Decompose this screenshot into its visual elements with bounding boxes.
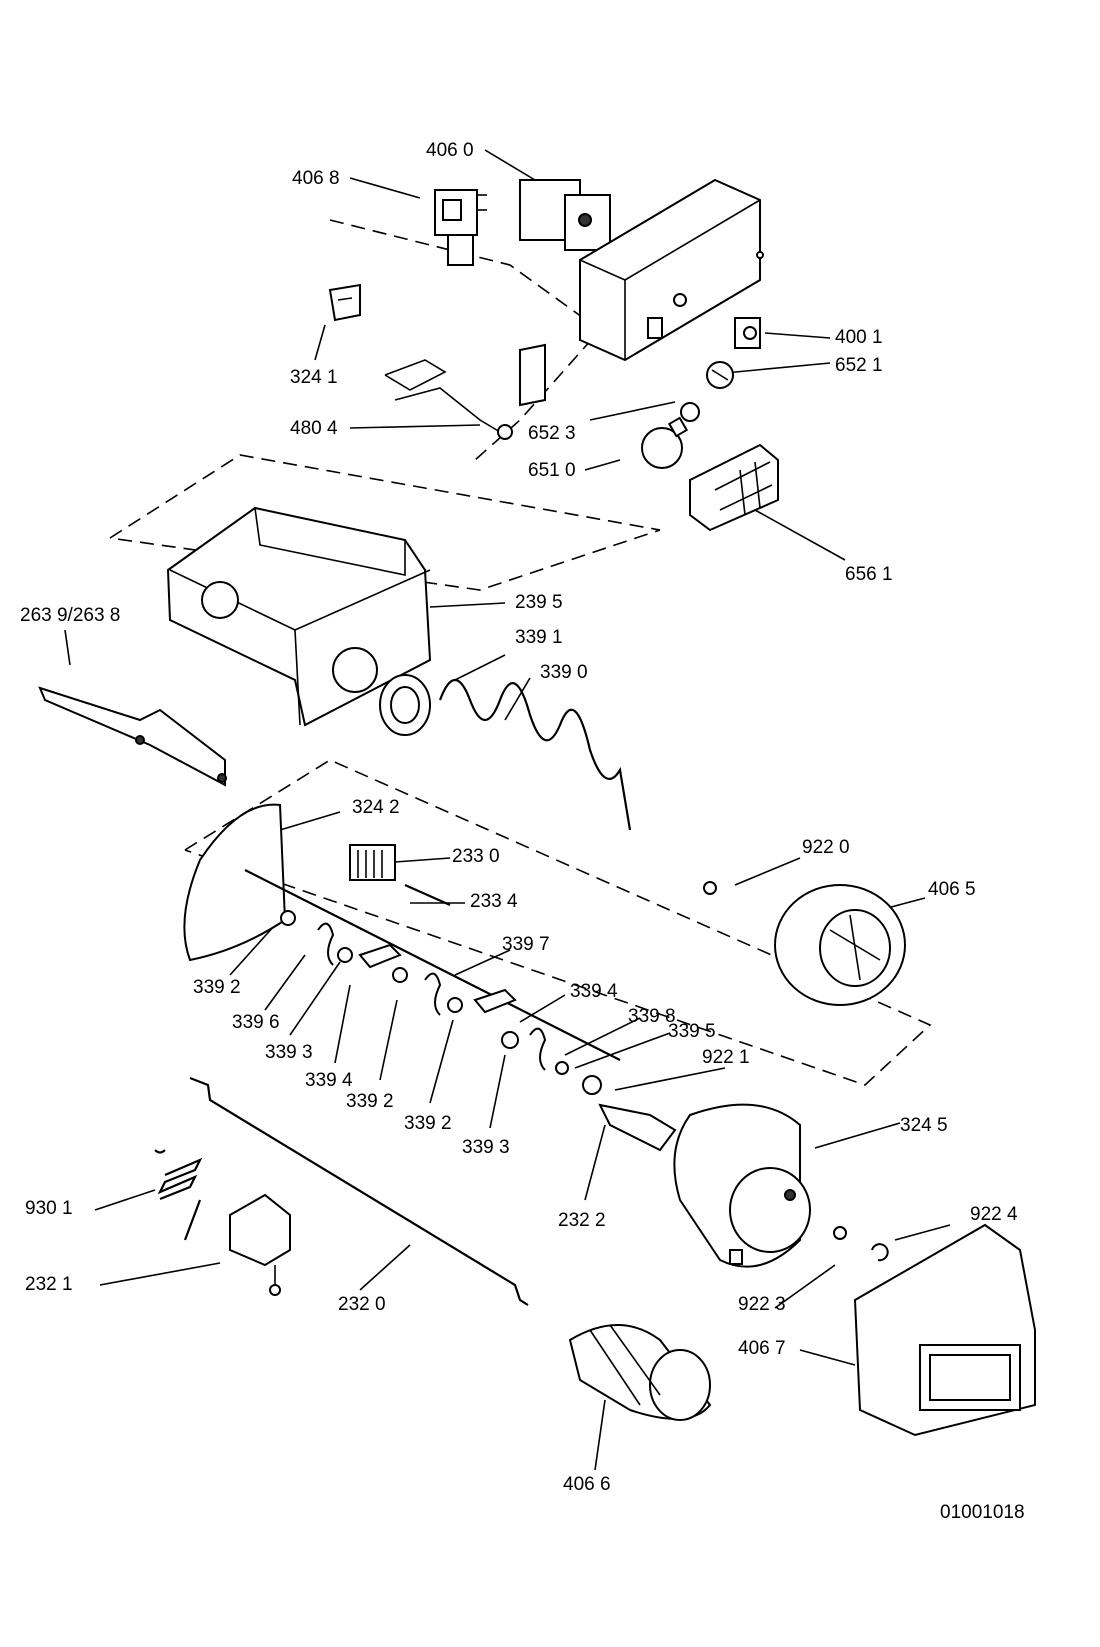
light-shield-plate — [519, 343, 546, 407]
callout-3392c: 339 2 — [404, 1113, 452, 1134]
part-6561-grille-cover — [689, 443, 779, 532]
callout-2330: 233 0 — [452, 846, 500, 867]
callout-3393a: 339 3 — [265, 1042, 313, 1063]
callout-3390: 339 0 — [540, 662, 588, 683]
callout-2395: 239 5 — [515, 592, 563, 613]
callout-6510: 651 0 — [528, 460, 576, 481]
part-9301-spring — [154, 1149, 203, 1241]
auger-assembly-outline — [184, 759, 932, 1086]
callout-3391: 339 1 — [515, 627, 563, 648]
part-6510-bulb — [641, 416, 689, 469]
callout-3392b: 339 2 — [346, 1091, 394, 1112]
part-2320-rod — [189, 1076, 529, 1306]
part-2321-clip — [229, 1193, 291, 1296]
callout-3394b: 339 4 — [305, 1070, 353, 1091]
part-9220-washer — [703, 881, 717, 895]
part-3242-plate — [183, 803, 287, 962]
callout-3396: 339 6 — [232, 1012, 280, 1033]
callout-4804: 480 4 — [290, 418, 338, 439]
callout-2322: 232 2 — [558, 1210, 606, 1231]
crusher-blade-stack — [244, 869, 621, 1095]
callout-3397: 339 7 — [502, 934, 550, 955]
callout-9221: 922 1 — [702, 1047, 750, 1068]
callout-3241: 324 1 — [290, 367, 338, 388]
callout-2639: 263 9/263 8 — [20, 605, 121, 626]
part-3390-auger-spring — [438, 679, 632, 831]
bucket-assembly-outline — [109, 454, 661, 591]
part-9224-clip — [871, 1243, 889, 1262]
part-9223-washer — [833, 1226, 847, 1240]
callout-2320: 232 0 — [338, 1294, 386, 1315]
part-4067-cover — [853, 1223, 1036, 1437]
callout-4065: 406 5 — [928, 879, 976, 900]
part-4068-solenoid — [434, 189, 487, 266]
callout-4060: 406 0 — [426, 140, 474, 161]
part-2395-ice-bucket — [166, 506, 432, 727]
callout-3398: 339 8 — [628, 1006, 676, 1027]
callout-4066: 406 6 — [563, 1474, 611, 1495]
callout-3392a: 339 2 — [193, 977, 241, 998]
part-2322-cam — [598, 1103, 677, 1152]
part-4066-cylinder — [568, 1324, 712, 1421]
callout-3242: 324 2 — [352, 797, 400, 818]
callout-2321: 232 1 — [25, 1274, 73, 1295]
callout-3393b: 339 3 — [462, 1137, 510, 1158]
part-2639-rail — [38, 686, 227, 787]
part-4001-switch — [734, 317, 761, 349]
callout-3245: 324 5 — [900, 1115, 948, 1136]
part-4804-arm — [384, 359, 513, 440]
part-6521-socket — [706, 361, 734, 389]
callout-3394a: 339 4 — [570, 981, 618, 1002]
callout-9220: 922 0 — [802, 837, 850, 858]
part-2334-pin — [404, 883, 451, 907]
part-4065-drum — [774, 884, 906, 1006]
part-3391-bearing — [379, 674, 431, 736]
upper-assembly-outline — [329, 219, 602, 461]
callout-3395: 339 5 — [668, 1021, 716, 1042]
callout-9223: 922 3 — [738, 1294, 786, 1315]
callout-9301: 930 1 — [25, 1198, 73, 1219]
callout-2334: 233 4 — [470, 891, 518, 912]
callout-4068: 406 8 — [292, 168, 340, 189]
callout-4067: 406 7 — [738, 1338, 786, 1359]
part-6523-ring — [680, 402, 700, 422]
callout-6561: 656 1 — [845, 564, 893, 585]
leader-lines — [64, 149, 951, 1471]
callout-6521: 652 1 — [835, 355, 883, 376]
part-3241-bracket — [328, 283, 361, 322]
diagram-code: 01001018 — [940, 1502, 1025, 1523]
part-4060-motor — [519, 179, 611, 251]
callout-4001: 400 1 — [835, 327, 883, 348]
callout-6523: 652 3 — [528, 423, 576, 444]
control-box — [579, 178, 764, 362]
part-3245-housing — [673, 1103, 811, 1268]
part-2330-crusher-block — [349, 844, 396, 881]
callout-9224: 922 4 — [970, 1204, 1018, 1225]
